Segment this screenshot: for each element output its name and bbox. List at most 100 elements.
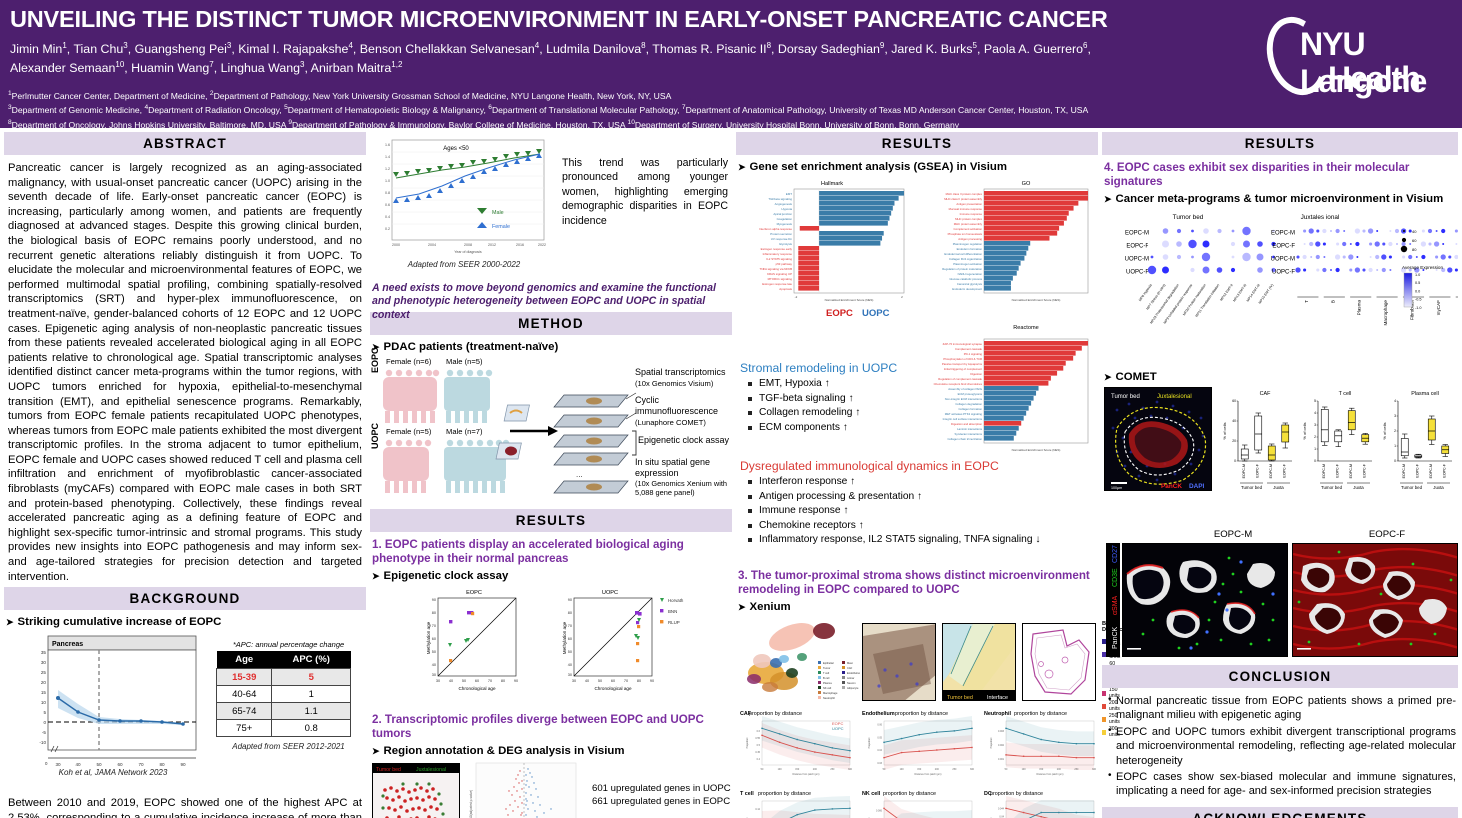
- dotplot-dot: [1316, 268, 1320, 272]
- gsea-bar-label: p53 pathway: [776, 262, 793, 266]
- gsea-bar-label: Endoderm development: [952, 287, 982, 291]
- dotplot-celltype-label: T: [1304, 300, 1309, 303]
- expr-legend-title: Average Expression: [1402, 265, 1443, 270]
- svg-text:60: 60: [1232, 399, 1236, 403]
- cell-age: 40-64: [215, 685, 273, 703]
- dotplot-dot: [1429, 256, 1431, 258]
- svg-text:4: 4: [1314, 411, 1316, 415]
- seer-chart-source: Adapted from SEER 2000-2022: [407, 260, 521, 269]
- gsea-bar-label: NADH regeneration: [958, 272, 983, 276]
- dotplot-dot: [1349, 243, 1352, 245]
- gsea-bar: [819, 231, 884, 236]
- svg-text:300: 300: [970, 768, 975, 771]
- result-2-number: 2.: [372, 713, 382, 726]
- svg-text:UOPC: UOPC: [602, 590, 618, 596]
- method-row-label-uopc: UOPC: [370, 422, 380, 449]
- gsea-bar-label: Complement activation: [954, 227, 983, 231]
- dotplot-dot: [1302, 254, 1307, 260]
- svg-text:Pancreas: Pancreas: [52, 641, 83, 648]
- gsea-bar: [984, 361, 1066, 366]
- dotplot-dot: [1257, 241, 1263, 247]
- svg-text:proportion by distance: proportion by distance: [1014, 711, 1067, 717]
- dotplot-dot: [1336, 242, 1340, 246]
- author-line-1: Jimin Min1, Tian Chu3, Guangsheng Pei3, …: [10, 41, 1091, 57]
- gsea-bar-label: MET activates PTK2 signaling: [945, 412, 983, 416]
- list-item: Chemokine receptors ↑: [748, 519, 1096, 534]
- svg-text:250: 250: [952, 768, 957, 771]
- dotplot-dot: [1303, 243, 1306, 245]
- gsea-bar: [984, 266, 1019, 271]
- svg-text:Distance from patch (μm): Distance from patch (μm): [915, 773, 942, 776]
- svg-text:70: 70: [568, 624, 572, 628]
- assay-label-4: In situ spatial gene expression (10x Gen…: [635, 457, 732, 497]
- dotplot-dot: [1348, 254, 1354, 260]
- svg-text:40: 40: [449, 679, 453, 683]
- svg-text:60: 60: [475, 679, 479, 683]
- dotplot-dot: [1217, 228, 1222, 234]
- svg-text:% of cells: % of cells: [1382, 422, 1387, 439]
- dotplot-dot: [1447, 241, 1452, 247]
- expr-legend-tick: 0.5: [1415, 281, 1420, 285]
- gsea-bar-label: ZAP-70 immunological synapse: [943, 342, 983, 346]
- svg-text:0.6: 0.6: [385, 203, 390, 207]
- svg-text:50: 50: [96, 762, 102, 767]
- svg-text:3: 3: [1314, 423, 1316, 427]
- dotplot-celltype-label: Fibroblast: [1410, 299, 1415, 320]
- svg-text:40: 40: [568, 663, 572, 667]
- svg-text:proportion by distance: proportion by distance: [883, 791, 936, 797]
- method-row-label-eopc: EOPC: [370, 347, 380, 373]
- dotplot-dot: [1408, 254, 1413, 260]
- dotplot-col-label: MP6 Hypoxia: [1138, 283, 1153, 302]
- svg-text:Chronological age: Chronological age: [594, 686, 631, 691]
- result-1-title: 1. EOPC patients display an accelerated …: [372, 538, 730, 566]
- dotplot-dot: [1257, 267, 1263, 273]
- dotplot-dot: [1329, 255, 1333, 259]
- dotplot-dot: [1441, 228, 1446, 234]
- svg-text:0.5: 0.5: [757, 744, 761, 747]
- svg-text:10: 10: [41, 700, 47, 705]
- svg-text:NK cell: NK cell: [862, 791, 881, 797]
- svg-text:Proportion: Proportion: [868, 737, 871, 749]
- dotplot-dot: [1433, 241, 1440, 247]
- dotplot-dot: [1322, 267, 1327, 273]
- section-header-abstract: ABSTRACT: [4, 132, 366, 155]
- dotplot-dot: [1150, 255, 1154, 259]
- svg-text:20: 20: [1232, 439, 1236, 443]
- svg-text:50: 50: [883, 768, 886, 771]
- svg-text:EOPC-M: EOPC-M: [1429, 464, 1433, 478]
- svg-text:0: 0: [1234, 459, 1236, 463]
- gsea-bar: [984, 206, 1074, 211]
- svg-text:PanCK: PanCK: [1112, 626, 1119, 649]
- gsea-bar: [984, 261, 1021, 266]
- buffer-legend-swatch: [1102, 651, 1107, 657]
- svg-text:Neutrophil: Neutrophil: [984, 711, 1011, 717]
- dotplot-dot: [1420, 241, 1427, 247]
- result-2-subheading: Region annotation & DEG analysis in Visi…: [372, 745, 732, 757]
- assay-name-2: Cyclic immunofluorescence: [635, 395, 719, 416]
- author-list: Jimin Min1, Tian Chu3, Guangsheng Pei3, …: [10, 38, 1260, 76]
- dotplot-dot: [1162, 266, 1169, 274]
- svg-text:0.006: 0.006: [876, 810, 883, 813]
- dotplot-dot: [1396, 243, 1398, 245]
- table-header-row: Age APC (%): [216, 651, 351, 669]
- gsea-bar-label: Antigen presentation: [956, 202, 982, 206]
- gsea-bar-label: Collagen chain trimerization: [947, 437, 982, 441]
- dotplot-dot: [1315, 254, 1320, 260]
- page-title: UNVEILING THE DISTINCT TUMOR MICROENVIRO…: [10, 6, 1108, 32]
- conclusion-list: Normal pancreatic tissue from EOPC patie…: [1108, 693, 1456, 799]
- svg-text:60: 60: [432, 637, 436, 641]
- author-line-2: Alexander Semaan10, Huamin Wang7, Linghu…: [10, 60, 403, 76]
- method-schematic: ...: [383, 369, 637, 494]
- assay-name-1: Spatial transcriptomics: [635, 367, 726, 377]
- svg-text:0.4: 0.4: [385, 215, 390, 219]
- dotplot-dot: [1402, 255, 1406, 259]
- gsea-bar-label: Apoptosis: [779, 287, 792, 291]
- dotplot-dot: [1448, 230, 1451, 232]
- dotplot-dot: [1217, 254, 1222, 260]
- logo-text-line1: NYU Langone: [1300, 26, 1427, 99]
- dotplot-dot: [1394, 228, 1400, 234]
- legend-male-text: Male: [492, 210, 504, 216]
- expr-legend-tick: -1.0: [1415, 306, 1422, 310]
- svg-text:Juxtalesional: Juxtalesional: [1157, 394, 1192, 400]
- dotplot-dot: [1401, 241, 1406, 247]
